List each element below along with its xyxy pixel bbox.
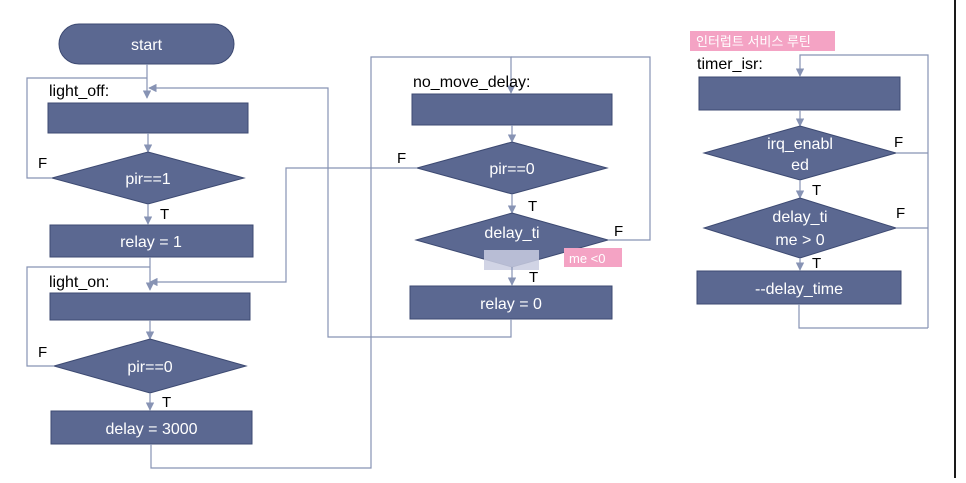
timer-isr-process: [698, 76, 901, 111]
delay-time-gt-0-decision: [702, 197, 898, 259]
isr-heading-highlight: [690, 31, 835, 51]
false-label: F: [38, 344, 47, 361]
true-label: T: [529, 269, 538, 286]
connector: [798, 304, 928, 329]
connector: [26, 266, 150, 367]
false-label: F: [38, 155, 47, 172]
isr-heading: 인터럽트 서비스 루틴: [696, 34, 811, 49]
light-on-process: [49, 292, 251, 321]
false-label: F: [896, 205, 905, 222]
delay-gt-line2: me > 0: [775, 232, 824, 249]
middle-flow: no_move_delay: pir==0 F T delay_ti me <0…: [148, 56, 651, 469]
relay-1-text: relay = 1: [120, 234, 182, 251]
start-text: start: [131, 37, 163, 54]
true-label: T: [528, 198, 537, 215]
connector: [148, 83, 512, 338]
relay-0-text: relay = 0: [480, 296, 542, 313]
timer-isr-label: timer_isr:: [697, 56, 763, 73]
true-label: T: [160, 206, 169, 223]
mid-pir-eq-0-text: pir==0: [489, 161, 534, 178]
no-move-delay-label: no_move_delay:: [413, 74, 530, 91]
connector: [795, 54, 929, 328]
delay-3000-text: delay = 3000: [105, 421, 197, 438]
connector: [26, 77, 147, 179]
pir-eq-0-text: pir==0: [127, 359, 172, 376]
false-label: F: [894, 134, 903, 151]
delay-gt-line1: delay_ti: [772, 209, 827, 226]
decrement-text: --delay_time: [755, 281, 843, 298]
no-move-delay-process: [411, 93, 613, 126]
light-off-process: [47, 102, 249, 134]
connector: [511, 56, 651, 241]
false-label: F: [614, 223, 623, 240]
pir-eq-1-text: pir==1: [125, 171, 170, 188]
irq-line1: irq_enabl: [767, 136, 833, 153]
right-flow: 인터럽트 서비스 루틴 timer_isr: irq_enabl ed F T …: [690, 31, 929, 329]
connector: [149, 167, 417, 287]
true-label: T: [812, 255, 821, 272]
decrement-process: [696, 270, 902, 305]
delay-time-line2: me <0: [569, 251, 606, 266]
false-label: F: [397, 150, 406, 167]
light-on-label: light_on:: [49, 274, 110, 291]
blurred-patch: [484, 250, 539, 270]
connector: [150, 56, 516, 469]
left-flow: start light_off: pir==1 F T relay = 1 li…: [26, 23, 254, 445]
light-off-label: light_off:: [49, 83, 109, 100]
highlight-patch: [564, 248, 622, 267]
irq-line2: ed: [791, 157, 809, 174]
delay-3000-process: [50, 410, 253, 445]
true-label: T: [162, 394, 171, 411]
relay-1-process: [49, 224, 254, 258]
delay-time-line1: delay_ti: [484, 225, 539, 242]
true-label: T: [812, 182, 821, 199]
